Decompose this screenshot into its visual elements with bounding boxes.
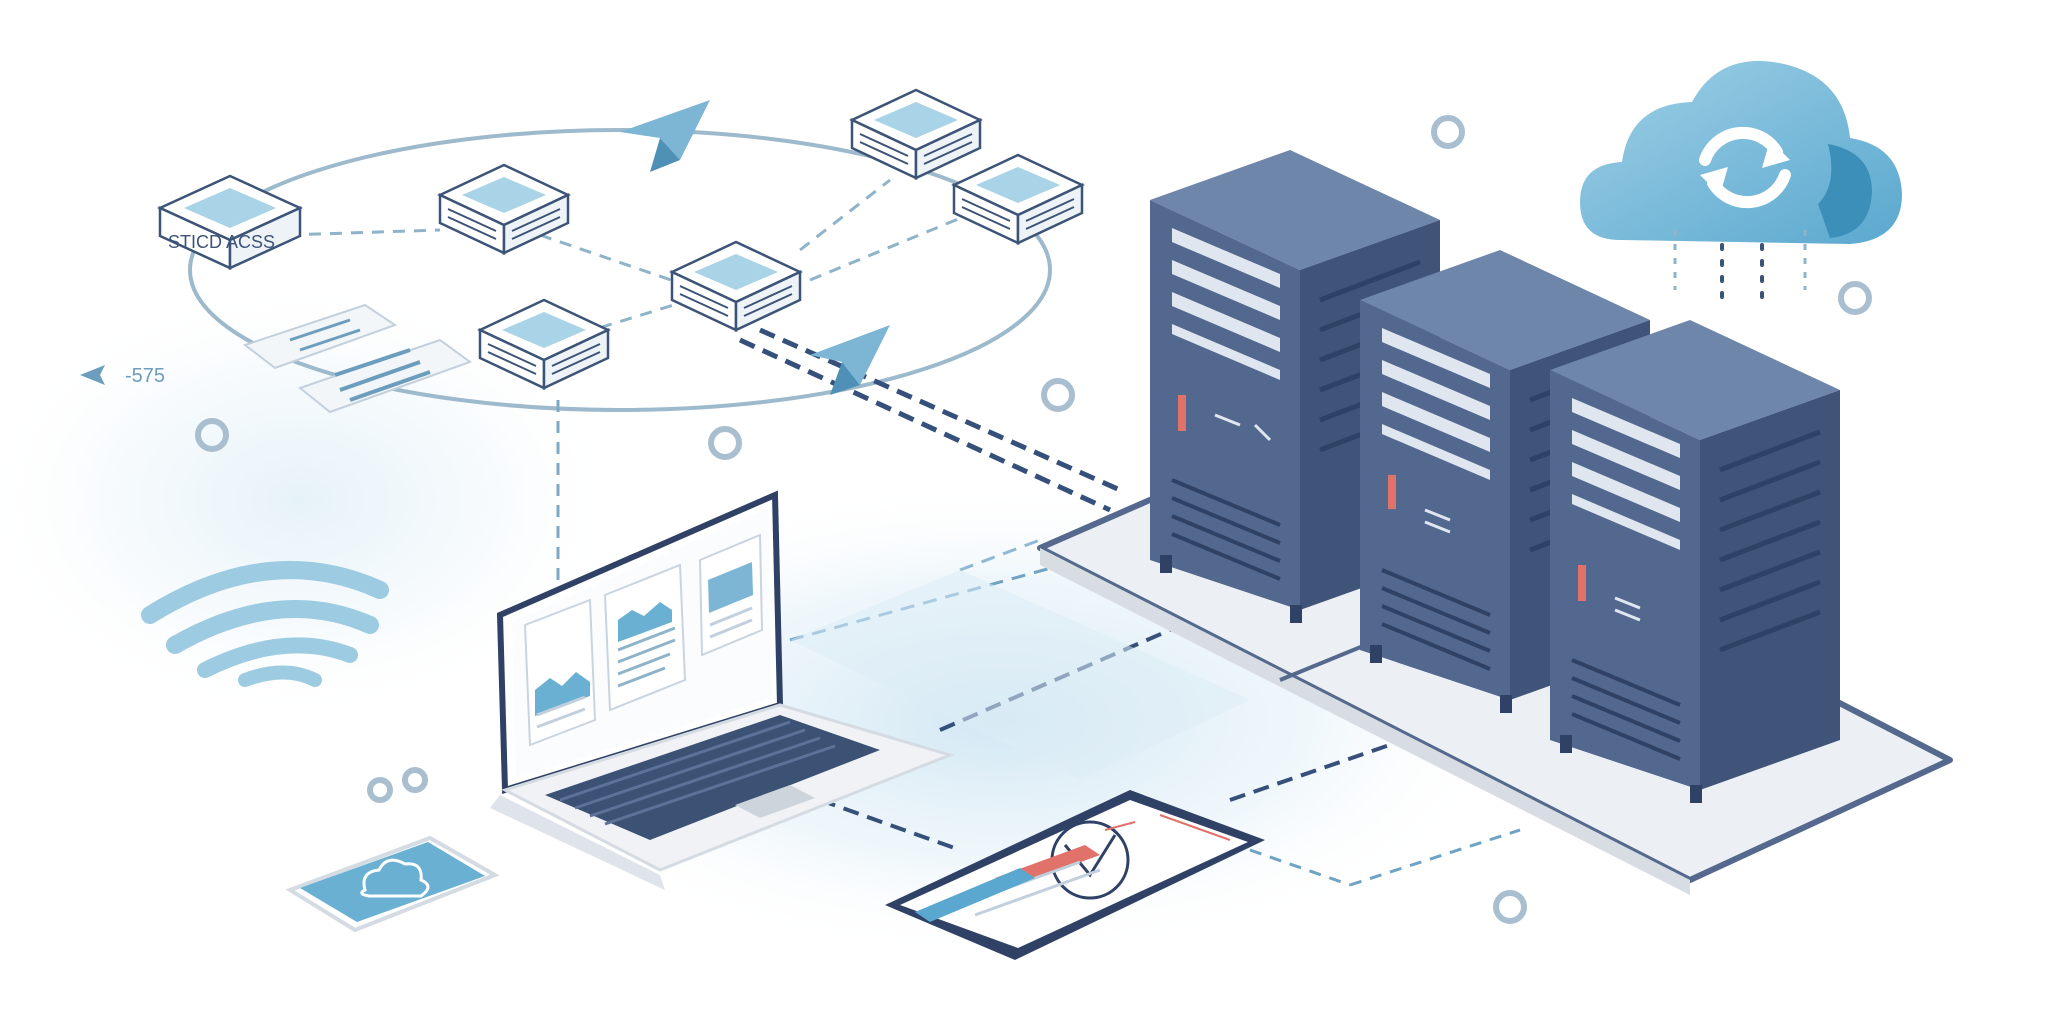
data-card-1 xyxy=(242,303,398,370)
side-value-arrow xyxy=(80,365,105,385)
ring-node-5 xyxy=(477,298,611,390)
side-value: -575 xyxy=(125,365,165,387)
ring-node-1: STICD ACSS xyxy=(156,174,304,270)
paper-plane-icon xyxy=(620,100,710,172)
laptop-screen-panel-3 xyxy=(698,533,764,657)
wifi-signal-icon xyxy=(141,561,389,687)
cloud-sync-icon xyxy=(1580,61,1902,307)
smartphone-icon xyxy=(885,790,1265,960)
data-card-2 xyxy=(297,338,473,414)
ring-node-center xyxy=(669,240,803,332)
laptop-screen-panel-1 xyxy=(523,598,597,747)
decor-rings xyxy=(195,115,1872,924)
cloud-tablet-icon xyxy=(285,835,500,933)
translucent-panel xyxy=(790,570,1250,780)
laptop-icon xyxy=(490,490,955,890)
network-ring xyxy=(188,128,1052,412)
ring-node-3 xyxy=(849,88,983,180)
laptop-screen-panel-2 xyxy=(603,563,687,712)
server-rack-icon xyxy=(1150,150,1840,803)
ring-node-2 xyxy=(437,163,571,255)
paper-plane-icon xyxy=(810,325,890,395)
ring-node-4 xyxy=(951,153,1085,245)
node-label: STICD ACSS xyxy=(168,232,275,252)
